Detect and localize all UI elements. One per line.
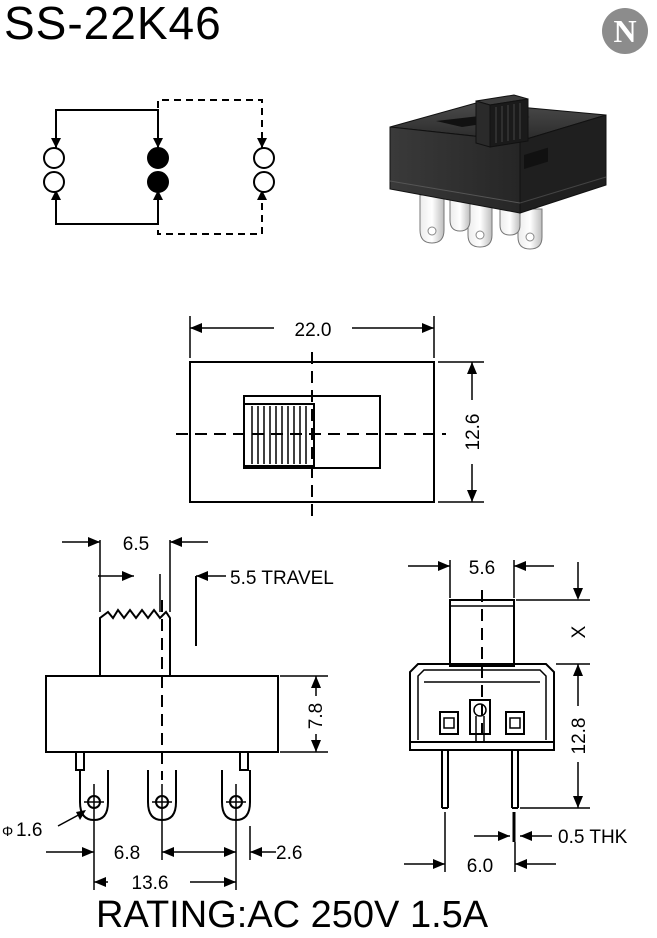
- rating-label: RATING:AC 250V 1.5A: [96, 894, 489, 936]
- dim-end-pin-span-6-0: 6.0: [467, 856, 493, 877]
- switch-pins: [419, 192, 543, 250]
- dim-pitch-6-8: 6.8: [114, 843, 140, 864]
- contact-common: [147, 171, 169, 193]
- dim-pin-span-13-6: 13.6: [132, 873, 169, 894]
- contact-open: [43, 171, 65, 193]
- model-title: SS-22K46: [4, 0, 222, 49]
- end-view: [404, 560, 590, 872]
- brand-logo: N: [602, 8, 648, 54]
- slide-actuator: [475, 94, 529, 148]
- dim-end-body-height-12-8: 12.8: [569, 718, 590, 755]
- side-view: [45, 540, 328, 890]
- dim-travel-5-5: 5.5 TRAVEL: [230, 568, 334, 589]
- contact-open: [43, 147, 65, 169]
- dim-pin-thickness-0-5: 0.5 THK: [558, 827, 628, 848]
- contact-open: [253, 171, 275, 193]
- switch-product-illustration: [389, 94, 607, 250]
- contact-open: [253, 147, 275, 169]
- dim-body-height-7-8: 7.8: [306, 703, 327, 729]
- dim-knob-width-6-5: 6.5: [123, 534, 149, 555]
- dim-height-12-6: 12.6: [463, 414, 484, 451]
- brand-logo-letter: N: [613, 13, 636, 49]
- dim-width-22: 22.0: [295, 320, 332, 341]
- contact-common: [147, 147, 169, 169]
- circuit-schematic: [43, 99, 275, 235]
- dim-pin-offset-2-6: 2.6: [276, 843, 302, 864]
- top-view: [176, 316, 484, 516]
- dim-hole-phi-symbol: Φ: [2, 823, 13, 839]
- dim-end-knob-width-5-6: 5.6: [469, 558, 495, 579]
- dim-hole-dia-1-6: 1.6: [16, 820, 42, 841]
- dim-knob-height-x: X: [569, 625, 590, 638]
